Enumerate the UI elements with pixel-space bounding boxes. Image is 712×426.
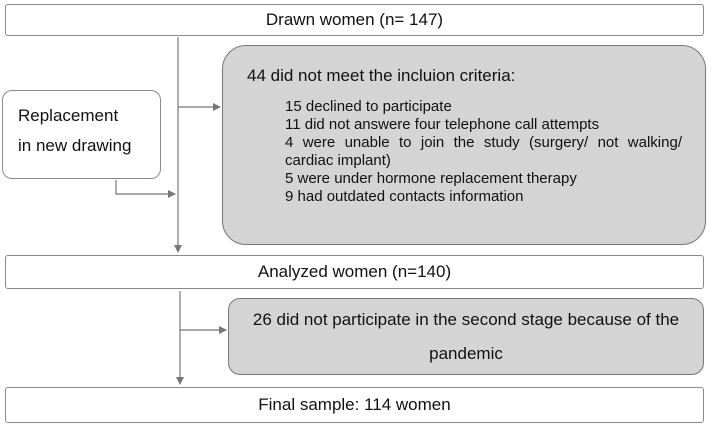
analyzed-women-label: Analyzed women (n=140) bbox=[257, 262, 452, 281]
exclusion-item: 15 declined to participate bbox=[285, 98, 452, 115]
exclusion-heading: 44 did not meet the incluion criteria: bbox=[247, 66, 516, 85]
final-sample-label: Final sample: 114 women bbox=[258, 395, 451, 414]
drawn-women-box: Drawn women (n= 147) bbox=[5, 4, 704, 36]
exclusion-item: 5 were under hormone replacement therapy bbox=[285, 170, 577, 187]
exclusion-item: 11 did not answere four telephone call a… bbox=[285, 116, 600, 133]
exclusion-item: 9 had outdated contacts information bbox=[285, 188, 524, 205]
exclusion-item: 4 were unable to join the study (surgery… bbox=[285, 134, 682, 169]
analyzed-women-box: Analyzed women (n=140) bbox=[5, 255, 704, 289]
pandemic-exclusion-box: 26 did not participate in the second sta… bbox=[228, 298, 704, 375]
pandemic-exclusion-label: 26 did not participate in the second sta… bbox=[252, 310, 680, 363]
replacement-line-2: in new drawing bbox=[18, 136, 132, 155]
drawn-women-label: Drawn women (n= 147) bbox=[265, 10, 444, 29]
final-sample-box: Final sample: 114 women bbox=[5, 387, 704, 423]
replacement-arrow bbox=[115, 180, 176, 198]
exclusion-box: 44 did not meet the incluion criteria: 1… bbox=[222, 45, 706, 245]
replacement-line-1: Replacement bbox=[18, 106, 119, 125]
replacement-box: Replacement in new drawing bbox=[2, 90, 161, 179]
exclusion-list: 15 declined to participate 11 did not an… bbox=[285, 98, 682, 206]
